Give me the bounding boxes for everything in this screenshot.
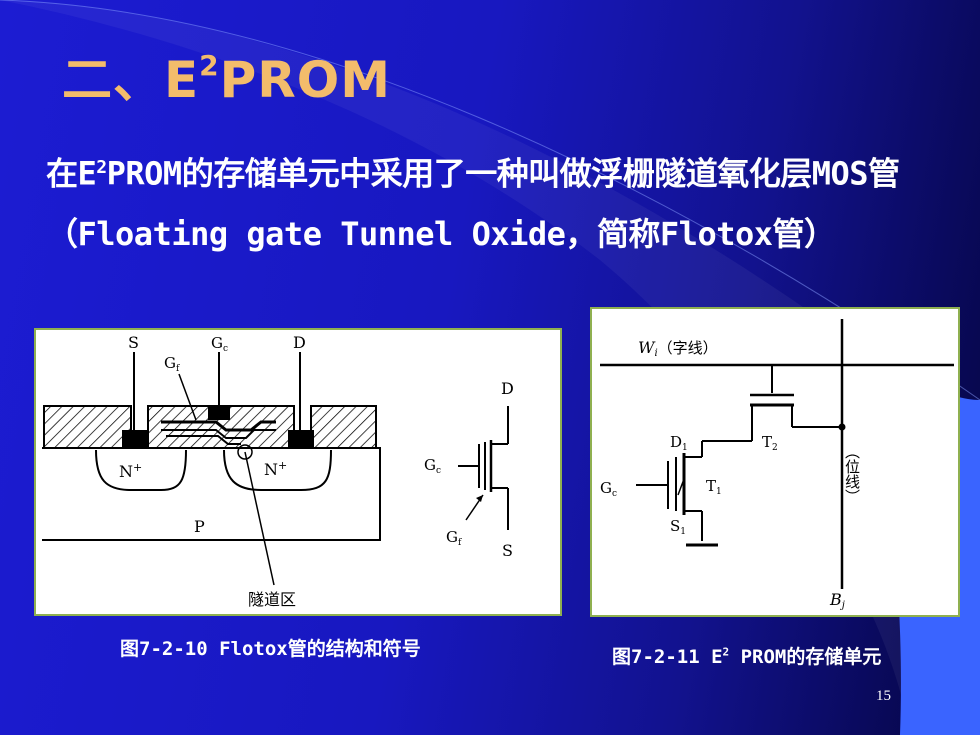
label-t2: T2 xyxy=(762,433,778,453)
label-tunnel: 隧道区 xyxy=(248,590,296,609)
label-gf: Gf xyxy=(164,354,180,374)
label-wi: Wi（字线） xyxy=(638,338,718,359)
figure2-caption: 图7-2-11 E2 PROM的存储单元 xyxy=(612,645,882,668)
label-n-left: N+ xyxy=(119,461,142,481)
label-p: P xyxy=(194,517,205,536)
figure1-caption: 图7-2-10 Flotox管的结构和符号 xyxy=(120,638,421,660)
label-d: D xyxy=(293,333,306,352)
page-number: 15 xyxy=(876,688,891,704)
label-t1: T1 xyxy=(706,477,722,497)
body-paragraph: 在E2PROM的存储单元中采用了一种叫做浮栅隧道氧化层MOS管（Floating… xyxy=(46,154,900,253)
label-sym-s: S xyxy=(502,541,513,560)
label-sym-gc: Gc xyxy=(424,456,441,476)
label-d1: D1 xyxy=(670,433,688,453)
slide-title: 二、E2PROM xyxy=(62,49,392,109)
label-bj: Bj xyxy=(829,590,845,611)
label-gc: Gc xyxy=(211,334,228,354)
label-s1: S1 xyxy=(670,517,686,537)
label-bit-line: （位线） xyxy=(843,444,861,504)
label-gc: Gc xyxy=(600,479,617,499)
label-s: S xyxy=(128,333,139,352)
eeprom-cell-figure: Wi（字线） D1 T2 Gc T1 S1 （位线） Bj xyxy=(590,307,960,617)
label-sym-d: D xyxy=(501,379,514,398)
flotox-structure-figure: S Gc D Gf N+ N+ P 隧道区 D Gc Gf S xyxy=(34,328,562,616)
label-sym-gf: Gf xyxy=(446,528,462,548)
label-n-right: N+ xyxy=(264,459,287,479)
